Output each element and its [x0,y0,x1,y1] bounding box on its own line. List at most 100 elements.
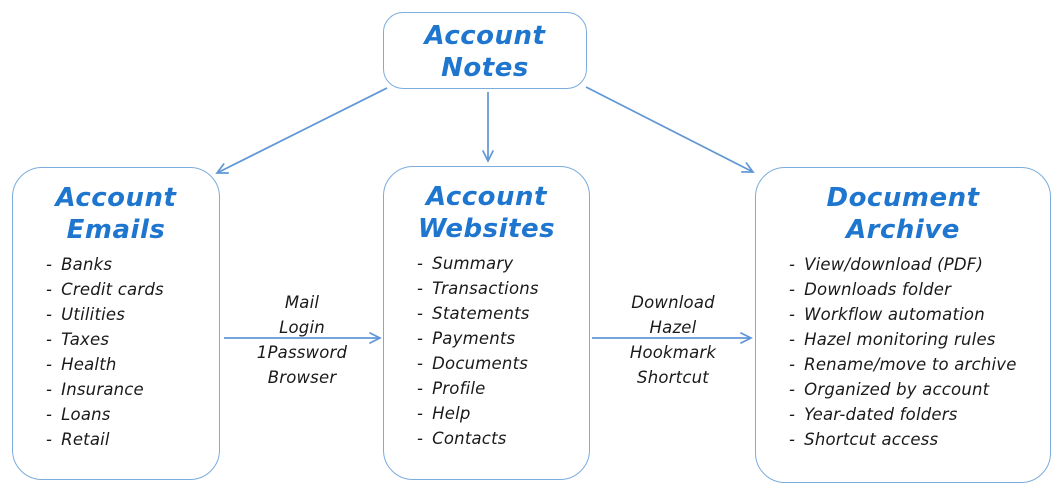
arrow-notes-to-archive [585,86,755,173]
bullet-dash: - [417,429,424,448]
bullet-dash: - [789,255,796,274]
list-item-text: View/download (PDF) [804,255,984,274]
bullet-dash: - [417,304,424,323]
bullet-dash: - [46,305,53,324]
node-title-line: Account [426,182,547,212]
list-item: -Payments [417,326,589,351]
bullet-dash: - [789,330,796,349]
list-item-text: Year-dated folders [804,405,958,424]
list-item-text: Health [61,355,117,374]
list-item: -Statements [417,301,589,326]
list-item-text: Organized by account [804,380,990,399]
bullet-dash: - [789,280,796,299]
list-item-text: Credit cards [61,280,164,299]
list-item-text: Statements [432,304,530,323]
bullet-dash: - [417,354,424,373]
emails-item-list: -Banks -Credit cards -Utilities -Taxes -… [13,252,219,452]
list-item: -Retail [46,427,219,452]
list-item: -Workflow automation [789,302,1050,327]
list-item: -Hazel monitoring rules [789,327,1050,352]
list-item-text: Workflow automation [804,305,985,324]
list-item: -Organized by account [789,377,1050,402]
list-item-text: Contacts [432,429,507,448]
list-item: -Taxes [46,327,219,352]
list-item-text: Taxes [61,330,110,349]
edge-label-line: Browser [267,368,337,387]
list-item-text: Transactions [432,279,539,298]
list-item: -Banks [46,252,219,277]
bullet-dash: - [46,355,53,374]
node-title-line: Emails [66,215,166,245]
list-item-text: Documents [432,354,529,373]
node-title-line: Websites [417,214,556,244]
list-item: -Documents [417,351,589,376]
list-item-text: Rename/move to archive [804,355,1017,374]
list-item: -Contacts [417,426,589,451]
bullet-dash: - [46,430,53,449]
list-item: -View/download (PDF) [789,252,1050,277]
list-item: -Profile [417,376,589,401]
list-item-text: Banks [61,255,113,274]
node-title-line: Notes [441,53,529,83]
edge-label-line: Mail [284,293,320,312]
list-item-text: Downloads folder [804,280,952,299]
edge-label-line: 1Password [256,343,348,362]
list-item-text: Profile [432,379,486,398]
bullet-dash: - [417,404,424,423]
bullet-dash: - [789,405,796,424]
bullet-dash: - [46,255,53,274]
edge-label-line: Shortcut [637,368,709,387]
list-item: -Credit cards [46,277,219,302]
list-item-text: Insurance [61,380,144,399]
list-item: -Loans [46,402,219,427]
bullet-dash: - [789,380,796,399]
arrow-notes-to-emails [215,87,388,174]
list-item: -Transactions [417,276,589,301]
list-item-text: Shortcut access [804,430,939,449]
list-item-text: Payments [432,329,516,348]
list-item: -Help [417,401,589,426]
node-title-line: Document [826,183,980,213]
edge-label-line: Hazel [649,318,697,337]
bullet-dash: - [46,330,53,349]
node-title-line: Account [424,21,546,51]
list-item-text: Utilities [61,305,126,324]
list-item-text: Loans [61,405,111,424]
list-item-text: Retail [61,430,110,449]
websites-item-list: -Summary -Transactions -Statements -Paym… [384,251,589,451]
list-item: -Health [46,352,219,377]
bullet-dash: - [789,355,796,374]
list-item: -Utilities [46,302,219,327]
list-item-text: Summary [432,254,514,273]
bullet-dash: - [789,305,796,324]
archive-item-list: -View/download (PDF) -Downloads folder -… [756,252,1050,452]
bullet-dash: - [417,254,424,273]
list-item: -Summary [417,251,589,276]
list-item-text: Help [432,404,471,423]
bullet-dash: - [417,279,424,298]
bullet-dash: - [46,380,53,399]
list-item: -Rename/move to archive [789,352,1050,377]
edge-label-line: Login [279,318,325,337]
bullet-dash: - [789,430,796,449]
edge-label-line: Download [631,293,715,312]
edge-label-line: Hookmark [629,343,717,362]
bullet-dash: - [417,379,424,398]
list-item-text: Hazel monitoring rules [804,330,996,349]
list-item: -Shortcut access [789,427,1050,452]
bullet-dash: - [417,329,424,348]
bullet-dash: - [46,280,53,299]
node-title-line: Account [55,183,177,213]
list-item: -Downloads folder [789,277,1050,302]
